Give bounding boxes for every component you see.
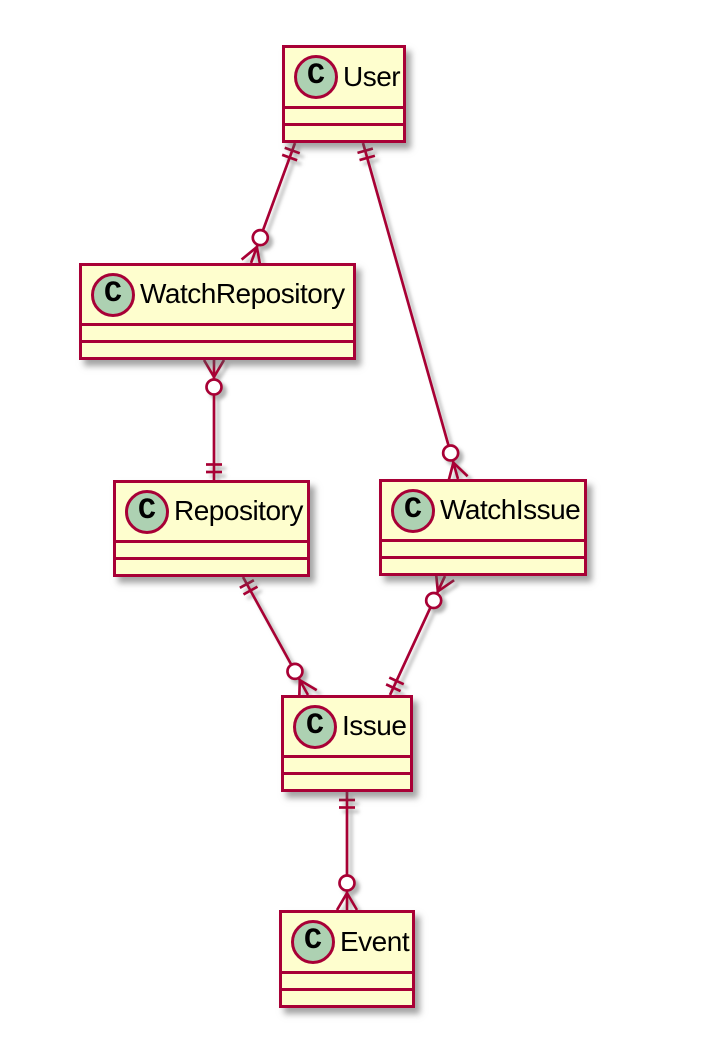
methods-compartment [284,772,410,789]
relationship-line [361,142,460,480]
class-node-user: C User [282,45,406,143]
methods-compartment [382,556,584,573]
cardinality-zero-circle [338,874,356,892]
attributes-compartment [285,106,403,123]
class-node-issue: C Issue [281,695,413,792]
methods-compartment [116,557,307,574]
crowfoot-prong [335,892,349,911]
methods-compartment [285,123,403,140]
attributes-compartment [382,539,584,556]
attributes-compartment [284,755,410,772]
cardinality-one-bar [239,578,255,590]
crowfoot-prong [202,359,216,378]
class-node-repository: C Repository [113,480,310,577]
edge-issue-event [335,792,359,911]
cardinality-zero-circle [286,662,304,681]
class-icon-letter: C [137,493,156,528]
class-name-label: Repository [174,495,303,527]
cardinality-one-bar [385,683,402,693]
cardinality-zero-circle [251,228,270,247]
edge-watchrepository-repository [202,359,226,480]
cardinality-one-bar [281,153,298,162]
crowfoot-prong [345,892,359,911]
cardinality-one-bar [388,676,405,686]
edge-user-watchrepository [240,142,301,267]
cardinality-one-bar [359,154,376,162]
class-name-label: WatchRepository [140,278,345,310]
crowfoot-prong [240,245,258,261]
methods-compartment [82,340,353,357]
attributes-compartment [82,323,353,340]
class-node-event: C Event [279,910,415,1008]
crowfoot-prong [299,678,318,692]
class-title-row: C User [285,48,403,106]
class-circle-icon: C [293,704,337,749]
cardinality-zero-circle [424,591,443,610]
edges-group [202,142,469,911]
cardinality-zero-circle [441,444,460,462]
class-title-row: C WatchRepository [82,266,353,323]
methods-compartment [282,988,412,1005]
class-title-row: C Repository [116,483,307,540]
class-name-label: WatchIssue [440,494,581,526]
crowfoot-prong [437,579,455,593]
edge-user-watchissue [357,142,469,483]
class-circle-icon: C [291,920,335,964]
attributes-compartment [116,540,307,557]
class-name-label: Event [340,925,410,957]
class-node-watchrepository: C WatchRepository [79,263,356,360]
edge-watchissue-issue [385,571,455,696]
cardinality-zero-circle [205,378,223,396]
class-name-label: User [343,60,401,92]
class-title-row: C Event [282,913,412,971]
class-title-row: C Issue [284,698,410,755]
class-icon-letter: C [303,924,322,958]
crowfoot-prong [447,462,455,483]
class-name-label: Issue [342,710,407,742]
edge-repository-issue [239,576,318,700]
class-circle-icon: C [294,55,338,99]
class-circle-icon: C [91,272,135,317]
crowfoot-prong [212,359,226,378]
class-node-watchissue: C WatchIssue [379,479,587,576]
class-icon-letter: C [103,276,122,311]
crowfoot-prong [452,461,469,478]
cardinality-one-bar [284,146,301,155]
class-circle-icon: C [391,488,435,533]
cardinality-one-bar [357,147,374,155]
class-icon-letter: C [306,59,325,93]
class-title-row: C WatchIssue [382,482,584,539]
attributes-compartment [282,971,412,988]
cardinality-one-bar [242,585,259,596]
class-circle-icon: C [125,489,169,534]
class-icon-letter: C [403,492,422,527]
class-icon-letter: C [305,708,324,743]
